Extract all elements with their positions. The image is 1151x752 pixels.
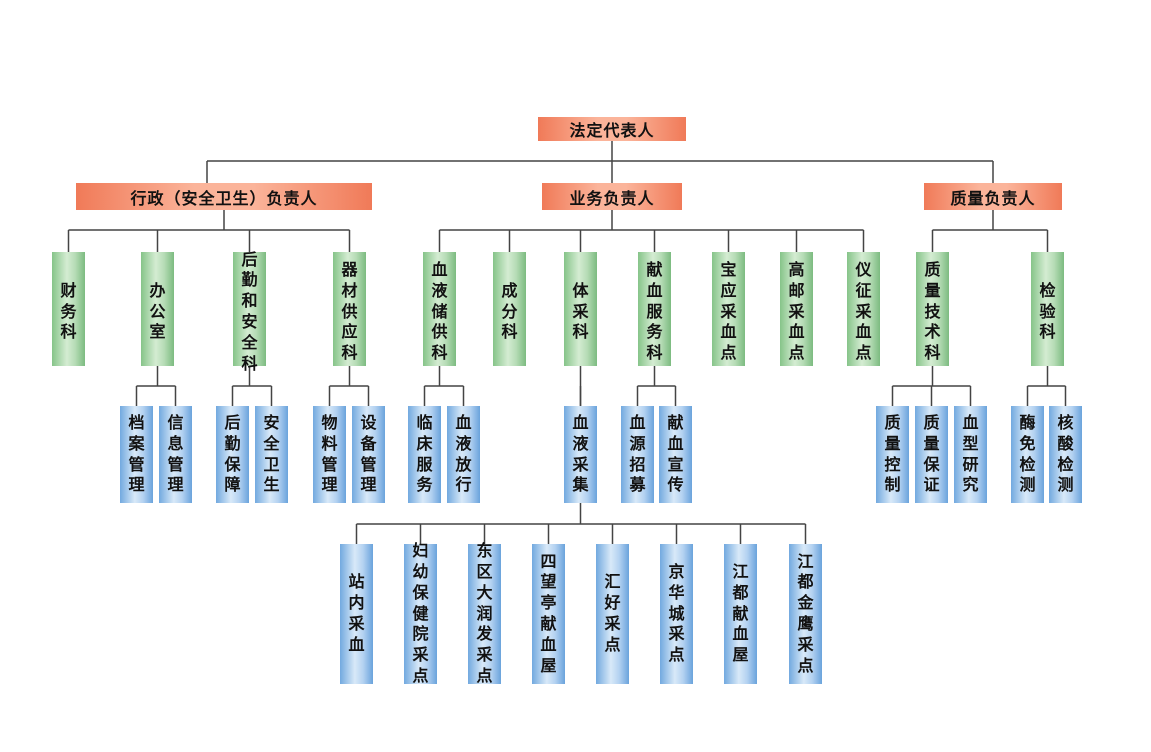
collection-site-box: 东区大润发采点 [468, 541, 501, 685]
section-box-label: 物料管理 [321, 412, 338, 495]
section-box-label: 临床服务 [416, 412, 433, 495]
section-box-label: 血型研究 [962, 412, 979, 495]
department-box-finance: 财务科 [52, 252, 85, 366]
department-box-supply-label: 器材供应科 [341, 260, 358, 363]
department-box-yizheng: 仪征采血点 [847, 252, 880, 366]
department-box-collection: 体采科 [564, 252, 597, 366]
section-box-label: 血液采集 [572, 412, 589, 495]
section-box-label: 设备管理 [360, 412, 377, 495]
section-box: 献血宣传 [659, 406, 692, 503]
department-box-testing-label: 检验科 [1039, 280, 1056, 342]
section-box: 质量保证 [915, 406, 948, 503]
section-box: 档案管理 [120, 406, 153, 503]
department-box-storage-label: 血液储供科 [431, 260, 448, 363]
department-box-component: 成分科 [493, 252, 526, 366]
collection-site-box-label: 江都金鹰采点 [797, 551, 814, 675]
section-box: 核酸检测 [1049, 406, 1082, 503]
collection-site-box: 站内采血 [340, 544, 373, 684]
collection-site-box-label: 江都献血屋 [732, 562, 749, 665]
department-box-collection-label: 体采科 [572, 280, 589, 342]
section-box: 临床服务 [408, 406, 441, 503]
department-box-testing: 检验科 [1031, 252, 1064, 366]
collection-site-box: 江都金鹰采点 [789, 544, 822, 684]
head-box-quality: 质量负责人 [924, 183, 1062, 210]
collection-site-box-label: 四望亭献血屋 [540, 551, 557, 675]
section-box: 后勤保障 [216, 406, 249, 503]
department-box-supply: 器材供应科 [333, 252, 366, 366]
legal-representative-box: 法定代表人 [538, 117, 686, 141]
collection-site-box-label: 妇幼保健院采点 [412, 541, 429, 685]
section-box-label: 档案管理 [128, 412, 145, 495]
section-box-label: 酶免检测 [1019, 412, 1036, 495]
section-box: 血液放行 [447, 406, 480, 503]
department-box-storage: 血液储供科 [423, 252, 456, 366]
section-box: 血液采集 [564, 406, 597, 503]
section-box: 安全卫生 [255, 406, 288, 503]
department-box-qa-tech: 质量技术科 [916, 252, 949, 366]
section-box-label: 献血宣传 [667, 412, 684, 495]
department-box-yizheng-label: 仪征采血点 [855, 260, 872, 363]
department-box-donation-service-label: 献血服务科 [646, 260, 663, 363]
section-box-label: 后勤保障 [224, 412, 241, 495]
department-box-finance-label: 财务科 [60, 280, 77, 342]
head-box-business-label: 业务负责人 [569, 188, 655, 208]
department-box-component-label: 成分科 [501, 280, 518, 342]
section-box: 酶免检测 [1011, 406, 1044, 503]
collection-site-box: 妇幼保健院采点 [404, 541, 437, 685]
section-box-label: 安全卫生 [263, 412, 280, 495]
department-box-qa-tech-label: 质量技术科 [924, 260, 941, 363]
head-box-admin-label: 行政（安全卫生）负责人 [130, 188, 318, 208]
head-box-admin: 行政（安全卫生）负责人 [76, 183, 372, 210]
department-box-logistics-label: 后勤和安全科 [241, 249, 258, 373]
department-box-gaoyou: 高邮采血点 [780, 252, 813, 366]
section-box-label: 质量控制 [884, 412, 901, 495]
section-box-label: 质量保证 [923, 412, 940, 495]
collection-site-box-label: 站内采血 [348, 572, 365, 654]
section-box: 血源招募 [621, 406, 654, 503]
collection-site-box: 汇好采点 [596, 544, 629, 684]
section-box-label: 血液放行 [455, 412, 472, 495]
collection-site-box-label: 东区大润发采点 [476, 541, 493, 685]
section-box-label: 信息管理 [167, 412, 184, 495]
collection-site-box-label: 京华城采点 [668, 562, 685, 665]
department-box-office-label: 办公室 [149, 280, 166, 342]
collection-site-box: 京华城采点 [660, 544, 693, 684]
section-box: 质量控制 [876, 406, 909, 503]
section-box-label: 核酸检测 [1057, 412, 1074, 495]
department-box-gaoyou-label: 高邮采血点 [788, 260, 805, 363]
section-box: 设备管理 [352, 406, 385, 503]
department-box-logistics: 后勤和安全科 [233, 250, 266, 373]
collection-site-box-label: 汇好采点 [604, 572, 621, 654]
section-box-label: 血源招募 [629, 412, 646, 495]
section-box: 血型研究 [954, 406, 987, 503]
department-box-baoying: 宝应采血点 [712, 252, 745, 366]
department-box-donation-service: 献血服务科 [638, 252, 671, 366]
collection-site-box: 江都献血屋 [724, 544, 757, 684]
head-box-business: 业务负责人 [542, 183, 682, 210]
collection-site-box: 四望亭献血屋 [532, 544, 565, 684]
section-box: 信息管理 [159, 406, 192, 503]
legal-representative-box-label: 法定代表人 [569, 121, 655, 140]
head-box-quality-label: 质量负责人 [950, 188, 1036, 208]
department-box-office: 办公室 [141, 252, 174, 366]
department-box-baoying-label: 宝应采血点 [720, 260, 737, 363]
section-box: 物料管理 [313, 406, 346, 503]
